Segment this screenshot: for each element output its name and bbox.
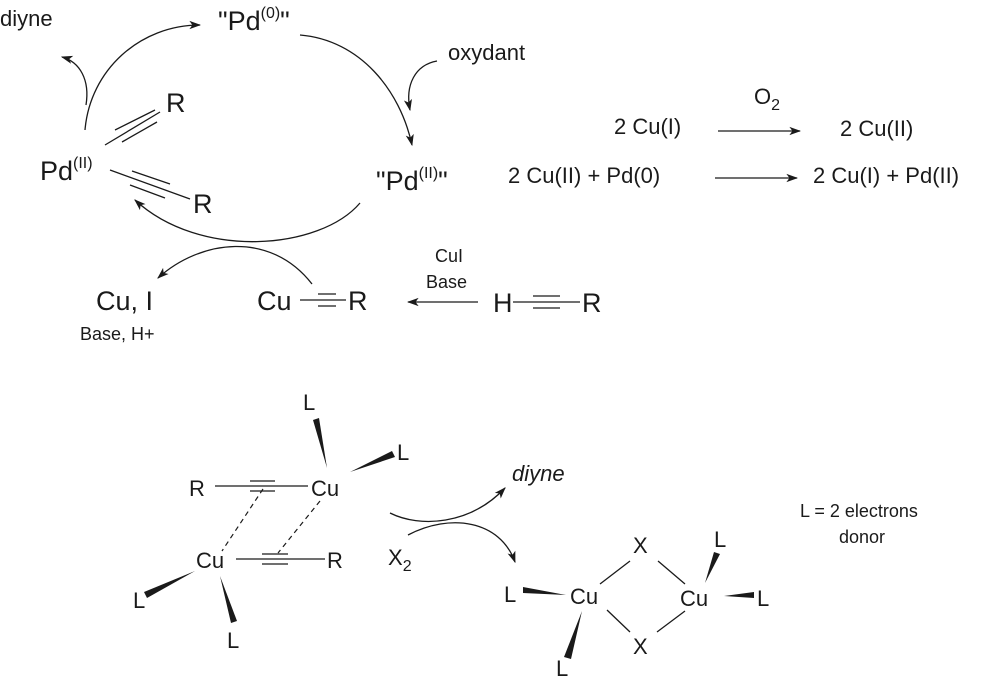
cu-x-bond [606,609,631,633]
cu-acetylide-metal: Cu [257,286,292,316]
dimer-l-bottom-2: L [227,628,239,653]
dimer-cu-top: Cu [311,476,339,501]
wedge-bond [523,587,566,595]
product-cu-right: Cu [680,586,708,611]
r-top-label: R [166,88,186,118]
product-l-right: L [757,586,769,611]
wedge-bond [564,611,582,659]
dimer-cu-bottom: Cu [196,548,224,573]
diyne-release-arrow [60,55,88,106]
alkyne-bottom-bond-2 [131,170,171,185]
product-x-bottom: X [633,634,648,659]
diyne-label-lower: diyne [512,461,565,486]
terminal-alkyne-r: R [582,288,602,318]
eq2-left: 2 Cu(II) + Pd(0) [508,163,660,188]
diyne-release-arrow-lower [389,487,506,523]
r-bottom-label: R [193,189,213,219]
dimer-r-top: R [189,476,205,501]
wedge-bond [220,576,237,623]
dimer-l-bottom-1: L [133,588,145,613]
legend-line-2: donor [839,527,885,547]
cu-i-label: Cu, I [96,286,153,316]
eq1-right: 2 Cu(II) [840,116,913,141]
reagent-base: Base [426,272,467,292]
product-x-top: X [633,533,648,558]
product-arrow [407,522,516,564]
oxydant-arrow [403,60,438,112]
dimer-r-bottom: R [327,548,343,573]
dashed-interaction [277,500,321,554]
alkyne-top-bond-3 [121,121,158,143]
product-l-left: L [504,582,516,607]
wedge-bond [350,451,395,472]
alkyne-top-bond [104,111,161,146]
eq1-reagent: O2 [754,84,780,114]
cycle-arrow-to-pd0 [84,20,202,131]
terminal-alkyne-h: H [493,288,513,318]
legend-line-1: L = 2 electrons [800,501,918,521]
oxydant-label: oxydant [448,40,525,65]
cycle-arrow-to-complex [134,199,361,243]
alkyne-bottom-bond-3 [129,184,166,199]
eq1-left: 2 Cu(I) [614,114,681,139]
alkyne-top-bond-2 [114,109,156,131]
wedge-bond [144,571,195,598]
product-l-bottom: L [556,656,568,677]
wedge-bond [705,552,720,583]
reagent-cui: CuI [435,246,463,266]
x2-reagent: X2 [388,545,412,575]
pd2-quoted-label: "Pd(II)" [376,165,448,196]
product-cu-left: Cu [570,584,598,609]
base-h-label: Base, H+ [80,324,155,344]
alkyne-bottom-bond [109,169,191,200]
dimer-l-top-1: L [303,390,315,415]
wedge-bond [724,592,754,598]
cu-x-bond [657,560,686,585]
cu-release-arrow [157,245,313,285]
cu-x-bond [599,560,631,585]
wedge-bond [313,418,327,468]
pd0-label: "Pd(0)" [218,5,290,36]
dashed-interaction [221,488,264,552]
cu-x-bond [656,610,686,633]
diyne-label: diyne [0,6,53,31]
product-l-top: L [714,527,726,552]
pd2-complex-label: Pd(II) [40,155,93,186]
cycle-arrow-to-pd2 [299,34,414,147]
dimer-l-top-2: L [397,440,409,465]
cu-acetylide-r: R [348,286,368,316]
eq2-right: 2 Cu(I) + Pd(II) [813,163,959,188]
